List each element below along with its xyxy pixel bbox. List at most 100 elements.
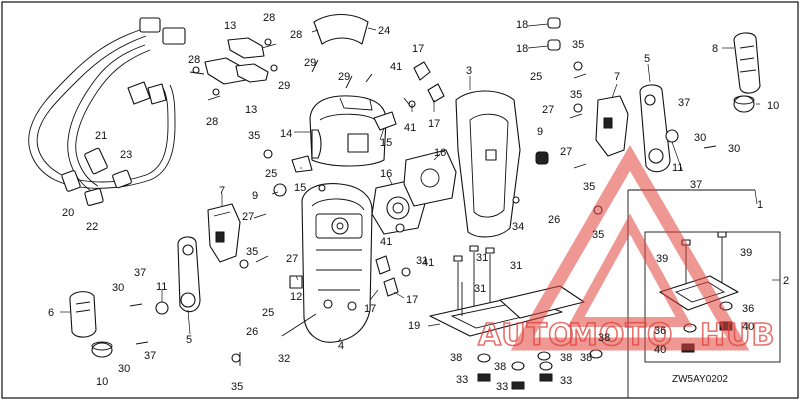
callout-17: 17	[364, 303, 376, 315]
washer-9-left	[273, 183, 287, 197]
callout-17: 17	[406, 294, 418, 306]
leader-lines	[60, 23, 780, 343]
callout-17: 17	[412, 43, 424, 55]
callout-25: 25	[262, 307, 274, 319]
bush-11-right	[665, 129, 679, 143]
connector-top-right	[162, 27, 186, 45]
connector-21	[84, 147, 108, 175]
callout-10: 10	[96, 376, 108, 388]
callout-1: 1	[757, 199, 763, 211]
callout-37: 37	[690, 179, 702, 191]
arm-5-left	[177, 236, 201, 313]
arm-5-right	[639, 84, 671, 173]
block-9-right	[535, 151, 549, 165]
callout-27: 27	[560, 146, 572, 158]
callout-30: 30	[118, 363, 130, 375]
callout-20: 20	[62, 207, 74, 219]
watermark-text-auto: AUTO	[478, 318, 575, 353]
callout-38: 38	[598, 332, 610, 344]
callout-24: 24	[378, 25, 390, 37]
callout-18: 18	[516, 43, 528, 55]
callout-28: 28	[263, 12, 275, 24]
callout-9: 9	[252, 190, 258, 202]
callout-35: 35	[248, 130, 260, 142]
housing-cover-14	[309, 95, 387, 167]
callout-29: 29	[338, 71, 350, 83]
callout-17: 17	[428, 118, 440, 130]
callout-29: 29	[278, 80, 290, 92]
callout-37: 37	[144, 350, 156, 362]
callout-36: 36	[742, 303, 754, 315]
callout-28: 28	[290, 29, 302, 41]
callout-41: 41	[404, 122, 416, 134]
connector-grommet-a	[127, 81, 151, 105]
callout-35: 35	[246, 246, 258, 258]
callout-27: 27	[286, 253, 298, 265]
connector-22	[84, 188, 104, 206]
callout-3: 3	[466, 65, 472, 77]
callout-4: 4	[338, 340, 344, 352]
gear-plate-16	[371, 149, 457, 235]
watermark-triangle-outer	[510, 145, 750, 351]
watermark-text-moto: MOTO	[568, 318, 673, 353]
side-cover-3	[455, 90, 521, 238]
callout-35: 35	[592, 229, 604, 241]
connector-top-left	[139, 17, 161, 33]
callout-21: 21	[95, 130, 107, 142]
callout-38: 38	[580, 352, 592, 364]
callout-30: 30	[728, 143, 740, 155]
small-clips	[289, 17, 561, 297]
callout-31: 31	[416, 255, 428, 267]
callout-33: 33	[456, 374, 468, 386]
callout-5: 5	[644, 53, 650, 65]
grip-8	[733, 32, 761, 94]
watermark-text-hub: HUB	[700, 318, 775, 353]
callout-28: 28	[206, 116, 218, 128]
callout-10: 10	[767, 100, 779, 112]
callout-8: 8	[712, 43, 718, 55]
lever-7-right	[595, 95, 629, 157]
callout-35: 35	[570, 89, 582, 101]
callout-2: 2	[783, 275, 789, 287]
callout-26: 26	[548, 214, 560, 226]
bolts-31	[453, 245, 495, 316]
callout-30: 30	[694, 132, 706, 144]
callout-35: 35	[583, 181, 595, 193]
callout-12: 12	[290, 291, 302, 303]
callout-29: 29	[304, 57, 316, 69]
diagram-code: ZW5AY0202	[672, 374, 728, 385]
callout-31: 31	[474, 283, 486, 295]
block-12	[289, 275, 303, 289]
cap-10-left	[91, 341, 113, 358]
grip-6	[69, 291, 97, 338]
callout-32: 32	[278, 353, 290, 365]
callout-41: 41	[422, 257, 434, 269]
callout-41: 41	[390, 61, 402, 73]
clip-15-upper	[373, 111, 397, 131]
callout-15: 15	[380, 137, 392, 149]
callout-37: 37	[134, 267, 146, 279]
clip-15-lower	[291, 155, 313, 173]
callout-15: 15	[294, 182, 306, 194]
callout-41: 41	[380, 236, 392, 248]
cap-10-right	[733, 95, 755, 113]
callout-28: 28	[188, 54, 200, 66]
bush-11-left	[155, 301, 169, 315]
callout-22: 22	[86, 221, 98, 233]
callout-13: 13	[224, 20, 236, 32]
callout-33: 33	[560, 375, 572, 387]
callout-36: 36	[654, 325, 666, 337]
callout-14: 14	[280, 128, 292, 140]
callout-16: 16	[380, 168, 392, 180]
callout-11: 11	[672, 162, 683, 174]
callout-7: 7	[614, 71, 620, 83]
callout-38: 38	[494, 361, 506, 373]
cover-24	[313, 13, 369, 45]
callout-18: 18	[516, 19, 528, 31]
connector-grommet-b	[147, 83, 167, 105]
callout-25: 25	[530, 71, 542, 83]
callout-11: 11	[156, 281, 167, 293]
callout-9: 9	[537, 126, 543, 138]
callout-39: 39	[740, 247, 752, 259]
